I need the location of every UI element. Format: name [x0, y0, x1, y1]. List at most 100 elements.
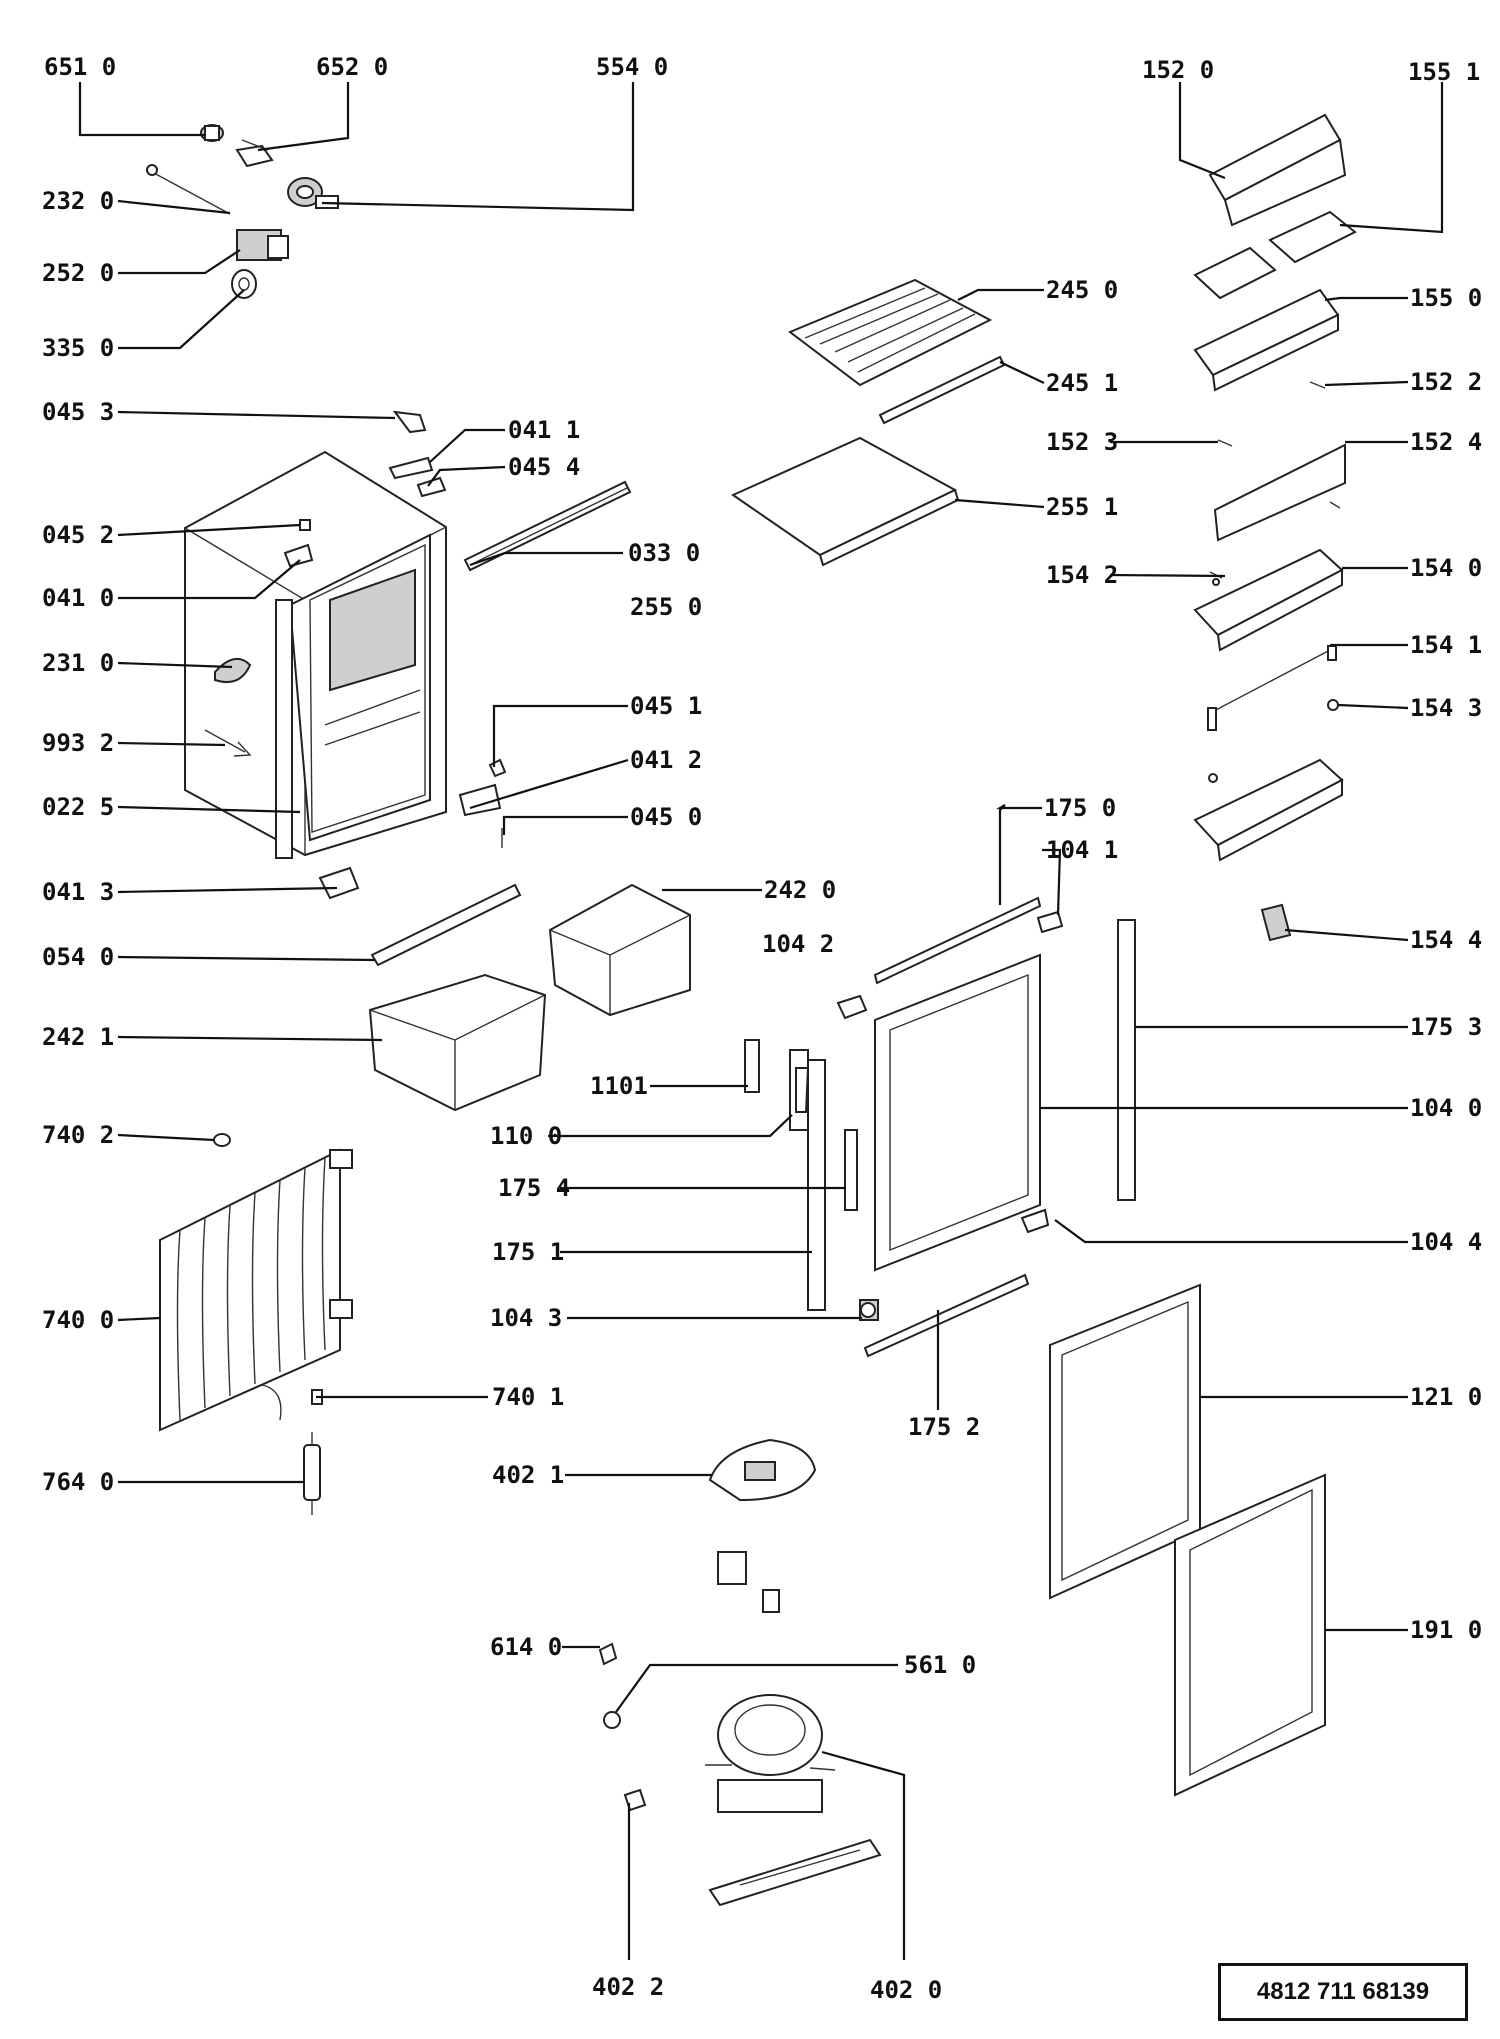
part-label-1541: 154 1 [1410, 631, 1482, 659]
top-bracket-part [388, 456, 447, 498]
cabinet-handle-part [214, 657, 252, 684]
bin-front-part [1213, 443, 1346, 542]
part-labels: 651 0 652 0 554 0 232 0 252 0 335 0 045 … [42, 53, 1482, 2004]
lamp-holder-part [236, 229, 289, 261]
part-label-2310: 231 0 [42, 649, 114, 677]
part-label-1041: 104 1 [1046, 836, 1118, 864]
part-label-0411: 041 1 [508, 416, 580, 444]
part-label-1542: 154 2 [1046, 561, 1118, 589]
part-label-7402: 740 2 [42, 1121, 114, 1149]
bottom-clip-part [488, 758, 507, 778]
part-label-2451: 245 1 [1046, 369, 1118, 397]
bin-clip-d-part [1209, 571, 1223, 586]
part-label-0225: 022 5 [42, 793, 114, 821]
thermostat-bracket-part [235, 139, 274, 168]
door-hinge-small-part [744, 1039, 760, 1093]
thermostat-part [287, 177, 339, 209]
part-label-4020: 402 0 [870, 1976, 942, 2004]
part-label-9932: 993 2 [42, 729, 114, 757]
part-label-5610: 561 0 [904, 1651, 976, 1679]
cabinet-arrow-label-part [204, 729, 252, 757]
part-label-7400: 740 0 [42, 1306, 114, 1334]
part-label-3350: 335 0 [42, 334, 114, 362]
top-clip-part [392, 410, 427, 434]
inner-door-liner-part [1049, 1283, 1201, 1600]
part-label-2420: 242 0 [764, 876, 836, 904]
top-rail-part [463, 480, 632, 572]
door-top-rail-part [873, 896, 1042, 985]
part-label-1524: 152 4 [1410, 428, 1482, 456]
part-label-2450: 245 0 [1046, 276, 1118, 304]
door-strip-small-part [844, 1129, 858, 1211]
door-strip-left-part [807, 1059, 826, 1311]
capillary-sensor-part [146, 164, 231, 215]
part-label-6140: 614 0 [490, 1633, 562, 1661]
bin-clip-a-part [1309, 381, 1326, 389]
door-strip-right-part [1117, 919, 1136, 1201]
door-bin-lower-part [1193, 758, 1344, 862]
part-label-1101: 1101 [590, 1072, 648, 1100]
part-label-2551: 255 1 [1046, 493, 1118, 521]
part-label-2550: 255 0 [630, 593, 702, 621]
part-label-0453: 045 3 [42, 398, 114, 426]
bin-clip-b-part [1217, 439, 1233, 447]
crisper-drawer-lower [368, 973, 547, 1112]
compressor-fitting-part [603, 1711, 621, 1729]
bottom-rail-part [370, 883, 522, 967]
part-label-1210: 121 0 [1410, 1383, 1482, 1411]
egg-tray-left-part [1193, 246, 1277, 300]
thermostat-knob-part [200, 124, 224, 142]
egg-shelf-part [1193, 288, 1340, 392]
part-label-0330: 033 0 [628, 539, 700, 567]
part-label-1544: 154 4 [1410, 926, 1482, 954]
part-label-1100: 110 0 [490, 1122, 562, 1150]
bin-clip-c-part [1329, 501, 1341, 509]
part-label-0413: 041 3 [42, 878, 114, 906]
part-label-1753: 175 3 [1410, 1013, 1482, 1041]
part-label-0410: 041 0 [42, 584, 114, 612]
part-label-1751: 175 1 [492, 1238, 564, 1266]
part-label-0412: 041 2 [630, 746, 702, 774]
part-label-5540: 554 0 [596, 53, 668, 81]
bin-rail-part [1207, 645, 1337, 731]
part-label-1044: 104 4 [1410, 1228, 1482, 1256]
condenser-grommet-part [213, 1133, 231, 1147]
part-label-0452: 045 2 [42, 521, 114, 549]
door-hinge-bottom-right-part [1020, 1208, 1050, 1234]
crisper-drawer-upper [548, 883, 691, 1017]
compressor-part [705, 1694, 836, 1813]
cabinet-body-part [184, 450, 447, 859]
part-label-0451: 045 1 [630, 692, 702, 720]
grommet-clip-part [598, 1642, 618, 1666]
door-hinge-long-part [789, 1049, 810, 1131]
overload-part [762, 1589, 780, 1613]
leader-lines [78, 82, 1444, 1960]
cabinet-hinge-bracket-top [283, 543, 314, 568]
door-hinge-upper-left-part [836, 994, 868, 1020]
door-hinge-lower-part [859, 1299, 879, 1321]
part-label-1543: 154 3 [1410, 694, 1482, 722]
compressor-base-plate-part [708, 1838, 882, 1907]
document-code: 4812 711 68139 [1256, 1978, 1430, 2005]
part-label-1522: 152 2 [1410, 368, 1482, 396]
part-label-0450: 045 0 [630, 803, 702, 831]
door-bottom-rail-part [863, 1273, 1030, 1358]
door-bin-upper-part [1193, 548, 1344, 652]
part-label-4022: 402 2 [592, 1973, 664, 2001]
part-label-1754: 175 4 [498, 1174, 570, 1202]
door-gasket-part [1174, 1473, 1326, 1797]
lamp-bulb-part [231, 269, 257, 299]
condenser-coil-part [159, 1148, 353, 1432]
wire-shelf-part [788, 278, 993, 387]
part-label-6510: 651 0 [44, 53, 116, 81]
part-label-1523: 152 3 [1046, 428, 1118, 456]
part-label-2320: 232 0 [42, 187, 114, 215]
part-label-1042: 104 2 [762, 930, 834, 958]
compressor-cover-part [708, 1438, 817, 1502]
part-label-1550: 155 0 [1410, 284, 1482, 312]
part-label-7640: 764 0 [42, 1468, 114, 1496]
part-label-1520: 152 0 [1142, 56, 1214, 84]
door-panel-part [874, 953, 1041, 1272]
door-stop-part [1260, 903, 1292, 942]
part-label-2421: 242 1 [42, 1023, 114, 1051]
